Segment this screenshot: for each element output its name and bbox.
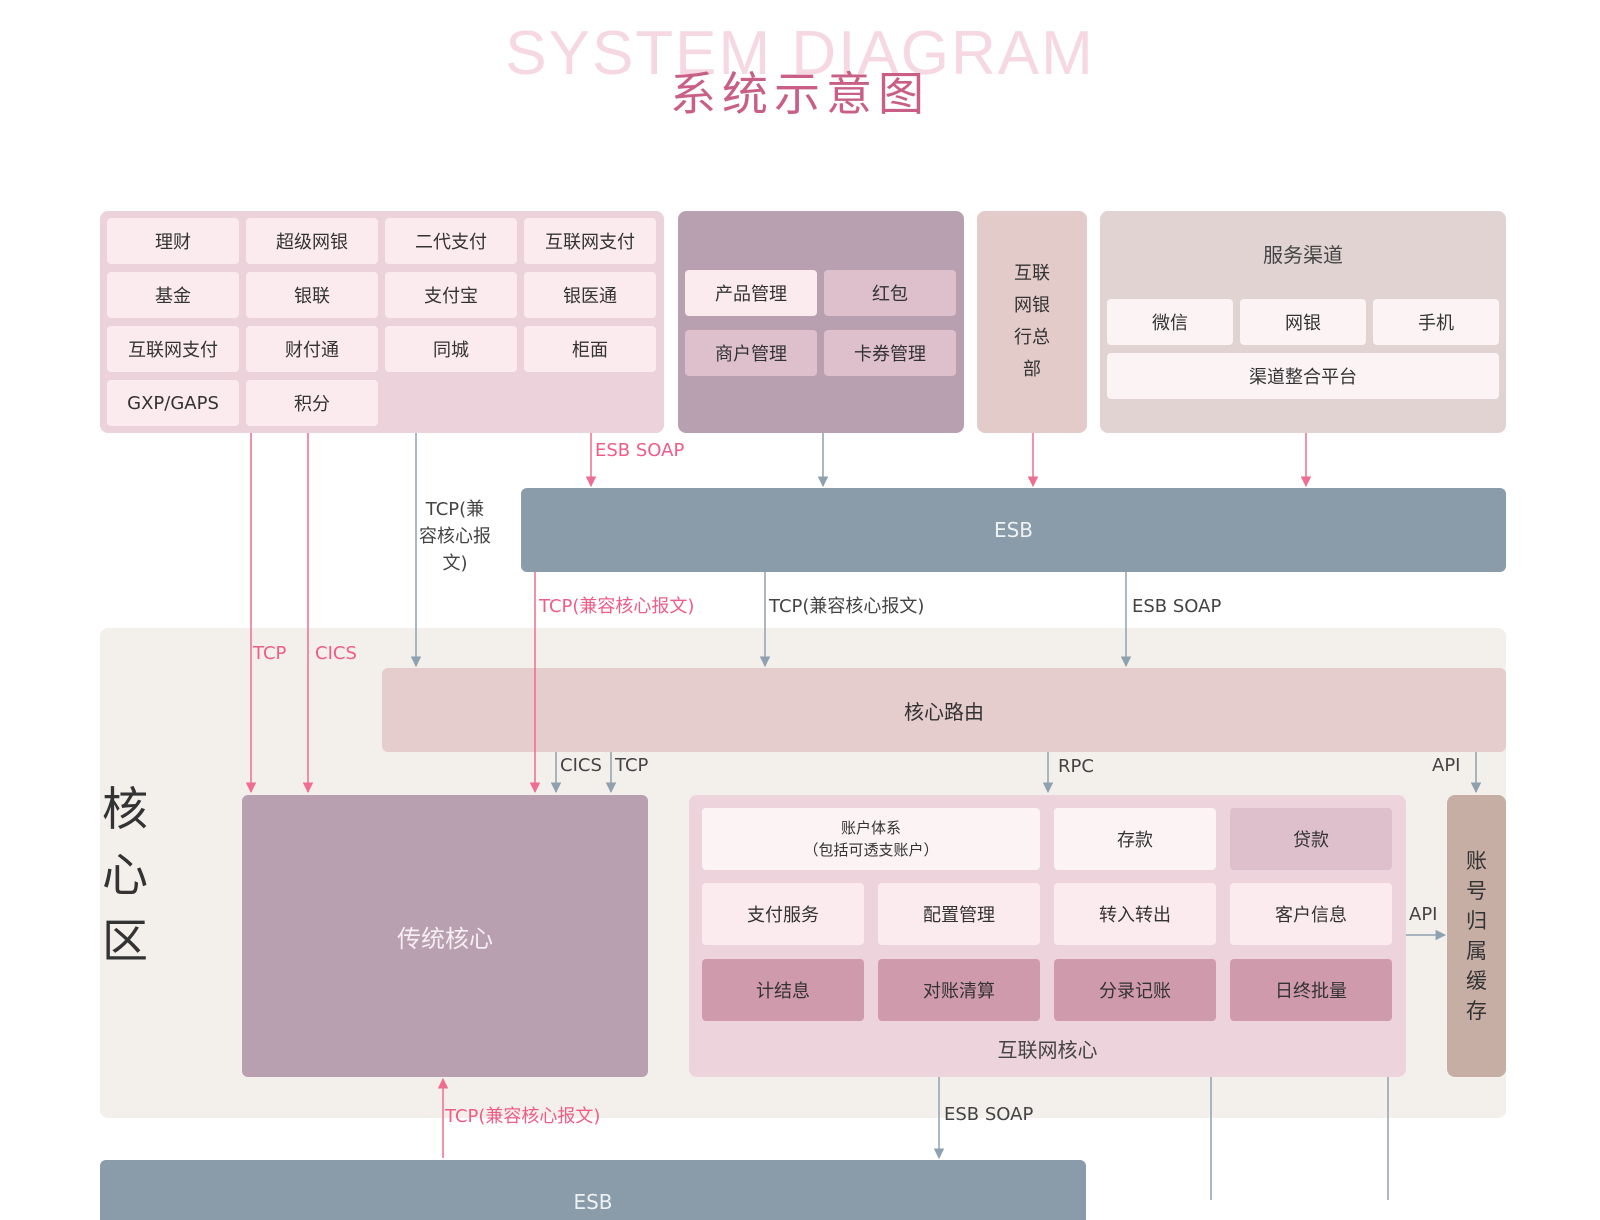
channel-cell[interactable]: 银联 — [246, 272, 378, 318]
label-api-2: API — [1409, 904, 1438, 925]
product-management-cell[interactable]: 产品管理 — [685, 270, 817, 316]
account-system-note: （包括可透支账户） — [803, 841, 939, 859]
channel-cell[interactable]: 柜面 — [524, 326, 656, 372]
label-tcp-compat-bottom: TCP(兼容核心报文) — [445, 1106, 601, 1127]
product-panel — [678, 211, 964, 433]
account-cache-panel[interactable]: 账 号 归 属 缓 存 — [1447, 795, 1506, 1077]
channel-cell[interactable]: 积分 — [246, 380, 378, 426]
wechat-cell[interactable]: 微信 — [1107, 299, 1233, 345]
label-tcp-compat-gray: TCP(兼容核心报文) — [769, 596, 925, 617]
account-cache-char: 归 — [1466, 909, 1487, 933]
channel-cell[interactable]: 理财 — [107, 218, 239, 264]
internet-core-row2-cell[interactable]: 支付服务 — [702, 883, 864, 945]
account-cache-char: 存 — [1466, 999, 1487, 1023]
traditional-core[interactable]: 传统核心 — [242, 795, 648, 1077]
internet-banking-hq-panel[interactable]: 互联 网银 行总 部 — [977, 211, 1087, 433]
label-esb-soap-2: ESB SOAP — [1132, 596, 1222, 617]
hq-line: 网银 — [1014, 295, 1050, 316]
channel-cell[interactable]: 银医通 — [524, 272, 656, 318]
channel-integration-platform-cell[interactable]: 渠道整合平台 — [1107, 353, 1499, 399]
label-line: TCP(兼 — [425, 499, 485, 520]
channel-cell[interactable]: 互联网支付 — [107, 326, 239, 372]
hq-line: 互联 — [1014, 263, 1050, 284]
internet-core-row2-cell[interactable]: 配置管理 — [878, 883, 1040, 945]
label-esb-soap-3: ESB SOAP — [944, 1104, 1034, 1125]
label-esb-soap-1: ESB SOAP — [595, 440, 685, 461]
coupon-management-cell[interactable]: 卡券管理 — [824, 330, 956, 376]
account-cache-char: 账 — [1466, 849, 1487, 873]
label-tcp-2: TCP — [615, 755, 649, 776]
account-cache-char: 号 — [1466, 879, 1487, 903]
label-cics-2: CICS — [560, 755, 602, 776]
internet-core-title: 互联网核心 — [997, 1038, 1098, 1062]
account-system-cell[interactable]: 账户体系 （包括可透支账户） — [702, 808, 1040, 870]
internet-core-row3-cell[interactable]: 计结息 — [702, 959, 864, 1021]
channel-cell[interactable]: 财付通 — [246, 326, 378, 372]
internet-core-row2-cell[interactable]: 客户信息 — [1230, 883, 1392, 945]
account-cache-char: 缓 — [1466, 969, 1487, 993]
esb-bar-top[interactable]: ESB — [521, 488, 1506, 572]
label-tcp-compat-pink: TCP(兼容核心报文) — [539, 596, 695, 617]
channel-cell[interactable]: GXP/GAPS — [107, 380, 239, 426]
online-banking-cell[interactable]: 网银 — [1240, 299, 1366, 345]
service-channel-title: 服务渠道 — [1263, 243, 1343, 267]
label-rpc: RPC — [1058, 756, 1094, 777]
mobile-cell[interactable]: 手机 — [1373, 299, 1499, 345]
channel-cell[interactable]: 超级网银 — [246, 218, 378, 264]
core-router[interactable]: 核心路由 — [382, 668, 1506, 752]
internet-core-row2-cell[interactable]: 转入转出 — [1054, 883, 1216, 945]
channel-cell[interactable]: 基金 — [107, 272, 239, 318]
internet-core-row3-cell[interactable]: 分录记账 — [1054, 959, 1216, 1021]
label-api-1: API — [1432, 755, 1461, 776]
core-zone-label: 核 心 区 — [98, 775, 152, 975]
account-system-label: 账户体系 — [840, 819, 901, 837]
channel-cell[interactable]: 二代支付 — [385, 218, 517, 264]
channel-cell[interactable]: 同城 — [385, 326, 517, 372]
deposit-cell[interactable]: 存款 — [1054, 808, 1216, 870]
label-line: 容核心报 — [419, 526, 491, 547]
core-zone-char: 核 — [102, 782, 148, 836]
channel-cell[interactable]: 支付宝 — [385, 272, 517, 318]
label-tcp-compat-vertical: TCP(兼 容核心报 文) — [414, 496, 496, 577]
internet-core-row3-cell[interactable]: 对账清算 — [878, 959, 1040, 1021]
label-cics: CICS — [315, 643, 357, 664]
red-packet-cell[interactable]: 红包 — [824, 270, 956, 316]
channel-cell[interactable]: 互联网支付 — [524, 218, 656, 264]
hq-line: 部 — [1023, 359, 1041, 380]
core-zone-char: 区 — [102, 914, 148, 968]
core-zone-char: 心 — [102, 848, 148, 902]
title-english: SYSTEM DIAGRAM — [505, 19, 1095, 88]
hq-line: 行总 — [1014, 327, 1050, 348]
loan-cell[interactable]: 贷款 — [1230, 808, 1392, 870]
title-chinese: 系统示意图 — [670, 67, 930, 121]
merchant-management-cell[interactable]: 商户管理 — [685, 330, 817, 376]
internet-core-row3-cell[interactable]: 日终批量 — [1230, 959, 1392, 1021]
account-cache-char: 属 — [1466, 939, 1487, 963]
label-line: 文) — [442, 553, 468, 574]
label-tcp: TCP — [253, 643, 287, 664]
